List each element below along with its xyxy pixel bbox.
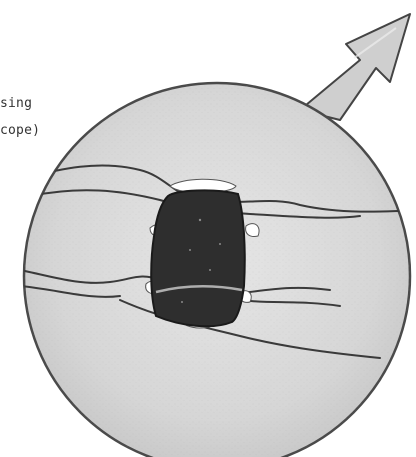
caption-line-2: cope) <box>0 123 40 138</box>
dark-particle-icon <box>151 190 245 326</box>
caption-line-1: sing <box>0 96 32 111</box>
arrow-up-right-icon <box>300 14 410 120</box>
